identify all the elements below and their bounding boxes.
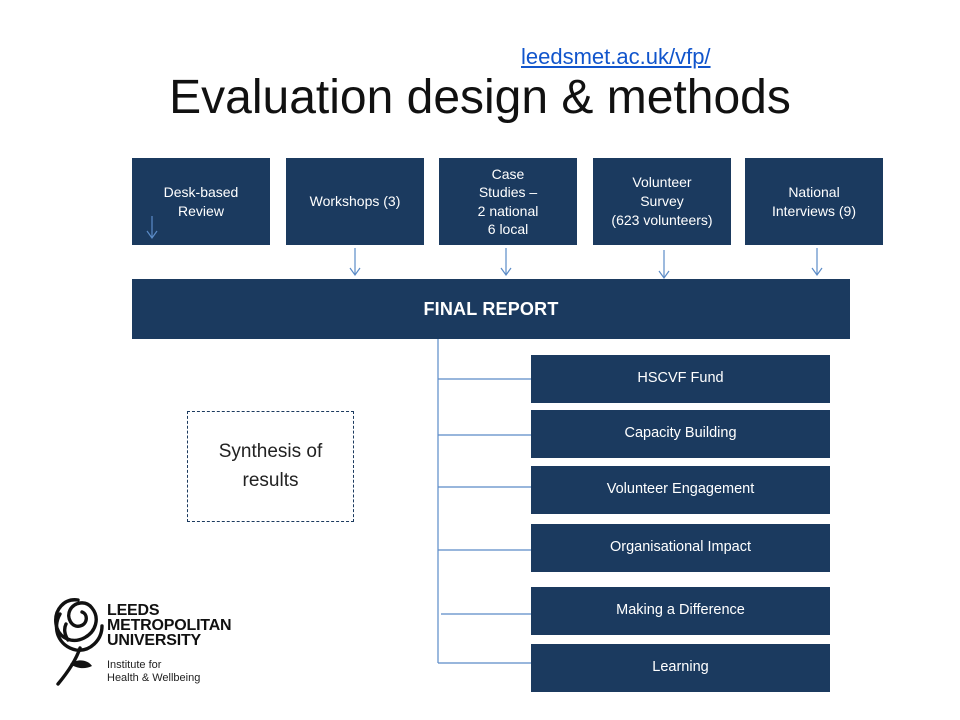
arrow-case-studies	[500, 248, 512, 277]
final-report-bar: FINAL REPORT	[132, 279, 850, 339]
method-box-volunteer-survey: Volunteer Survey (623 volunteers)	[593, 158, 731, 245]
method-box-national-interviews: National Interviews (9)	[745, 158, 883, 245]
output-box-volunteer-engagement: Volunteer Engagement	[531, 466, 830, 514]
logo-name-line: METROPOLITAN	[107, 617, 232, 634]
method-box-desk-review: Desk-based Review	[132, 158, 270, 245]
logo-institute-name: Institute for Health & Wellbeing	[107, 659, 200, 685]
method-box-case-studies: Case Studies – 2 national 6 local	[439, 158, 577, 245]
rose-icon	[54, 598, 104, 686]
output-box-organisational-impact: Organisational Impact	[531, 524, 830, 572]
output-box-learning: Learning	[531, 644, 830, 692]
arrow-workshops	[349, 248, 361, 277]
logo-subtitle-line: Health & Wellbeing	[107, 672, 201, 684]
website-link[interactable]: leedsmet.ac.uk/vfp/	[521, 44, 711, 69]
logo-university-name: LEEDS METROPOLITAN UNIVERSITY	[107, 602, 232, 649]
logo-subtitle-line: Institute for	[107, 659, 162, 671]
arrow-national-interviews	[811, 248, 823, 277]
logo-name-line: UNIVERSITY	[107, 632, 202, 649]
output-box-making-a-difference: Making a Difference	[531, 587, 830, 635]
synthesis-box: Synthesis of results	[187, 411, 354, 522]
output-box-hscvf-fund: HSCVF Fund	[531, 355, 830, 403]
arrow-volunteer-survey	[658, 250, 670, 280]
logo-name-line: LEEDS	[107, 602, 160, 619]
method-box-workshops: Workshops (3)	[286, 158, 424, 245]
output-box-capacity-building: Capacity Building	[531, 410, 830, 458]
page-title: Evaluation design & methods	[169, 71, 791, 124]
